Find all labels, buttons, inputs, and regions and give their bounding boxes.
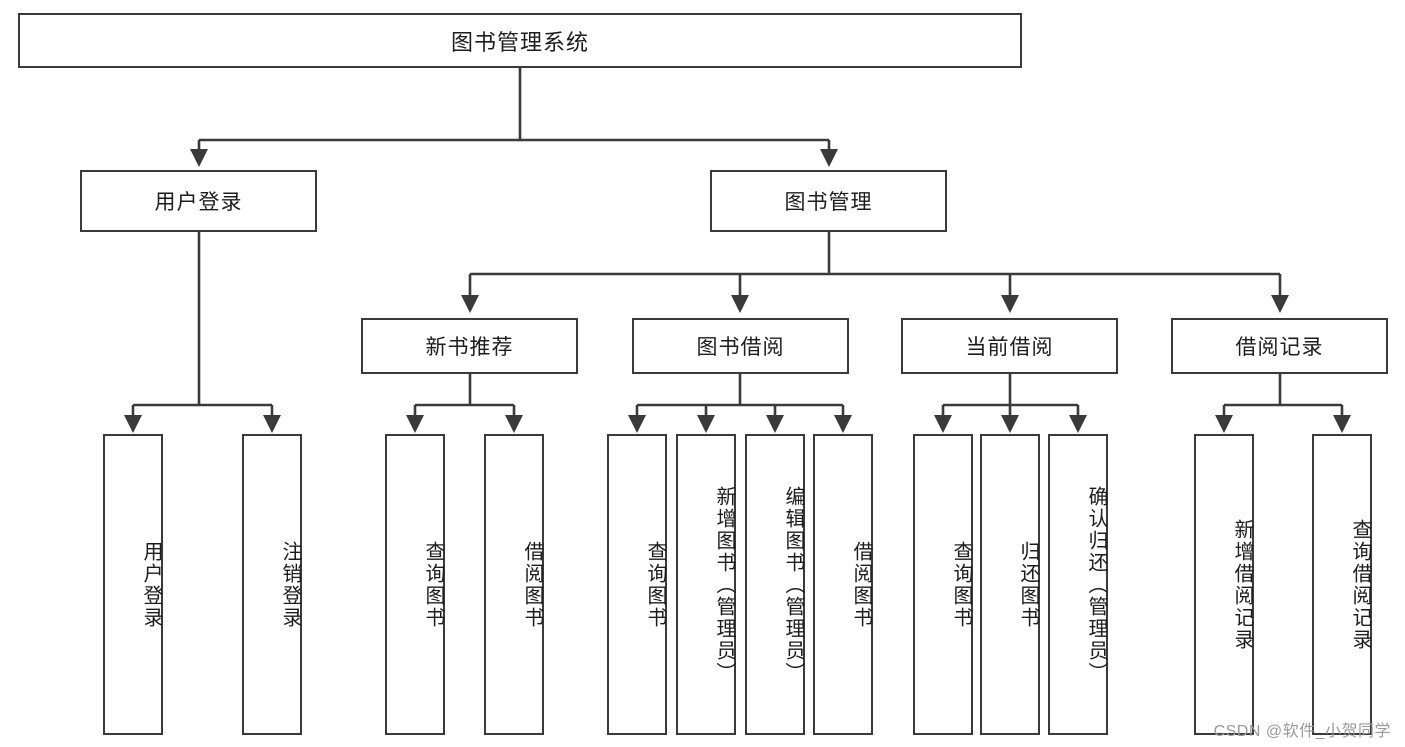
node-label: 图书管理	[784, 191, 873, 214]
leaf-user-login-login[interactable]: 用户登录	[103, 434, 163, 735]
node-label: 归还图书	[1017, 540, 1039, 629]
node-label: 借阅图书	[521, 540, 543, 629]
node-label: 新增借阅记录	[1231, 518, 1253, 651]
node-label: 新增图书（管理员）	[713, 485, 735, 684]
node-label: 图书管理系统	[450, 29, 589, 55]
leaf-borrow-record-add[interactable]: 新增借阅记录	[1194, 434, 1254, 735]
node-user-login[interactable]: 用户登录	[80, 170, 317, 232]
node-label: 借阅记录	[1235, 336, 1324, 359]
node-label: 查询图书	[950, 540, 972, 629]
node-book-borrow[interactable]: 图书借阅	[632, 318, 849, 374]
leaf-current-borrow-confirm[interactable]: 确认归还（管理员）	[1048, 434, 1108, 735]
node-label: 查询图书	[644, 540, 666, 629]
node-label: 新书推荐	[425, 336, 514, 359]
leaf-book-borrow-borrow[interactable]: 借阅图书	[813, 434, 873, 735]
leaf-book-borrow-add[interactable]: 新增图书（管理员）	[676, 434, 736, 735]
leaf-new-book-borrow[interactable]: 借阅图书	[484, 434, 544, 735]
node-label: 借阅图书	[850, 540, 872, 629]
node-borrow-record[interactable]: 借阅记录	[1171, 318, 1388, 374]
node-current-borrow[interactable]: 当前借阅	[901, 318, 1118, 374]
node-book-management[interactable]: 图书管理	[710, 170, 947, 232]
leaf-current-borrow-query[interactable]: 查询图书	[913, 434, 973, 735]
node-label: 图书借阅	[696, 336, 785, 359]
node-root-system[interactable]: 图书管理系统	[18, 13, 1022, 68]
node-label: 当前借阅	[965, 336, 1054, 359]
node-label: 用户登录	[154, 191, 243, 214]
leaf-current-borrow-return[interactable]: 归还图书	[980, 434, 1040, 735]
leaf-borrow-record-query[interactable]: 查询借阅记录	[1312, 434, 1372, 735]
node-new-book-recommend[interactable]: 新书推荐	[361, 318, 578, 374]
leaf-new-book-query[interactable]: 查询图书	[385, 434, 445, 735]
node-label: 查询借阅记录	[1349, 518, 1371, 651]
watermark: CSDN @软件_小贺同学	[1213, 723, 1391, 740]
node-label: 确认归还（管理员）	[1085, 485, 1107, 684]
node-label: 用户登录	[140, 540, 162, 629]
leaf-book-borrow-query[interactable]: 查询图书	[607, 434, 667, 735]
node-label: 查询图书	[422, 540, 444, 629]
leaf-user-login-logout[interactable]: 注销登录	[242, 434, 302, 735]
leaf-book-borrow-edit[interactable]: 编辑图书（管理员）	[745, 434, 805, 735]
node-label: 编辑图书（管理员）	[782, 485, 804, 684]
node-label: 注销登录	[279, 540, 301, 629]
